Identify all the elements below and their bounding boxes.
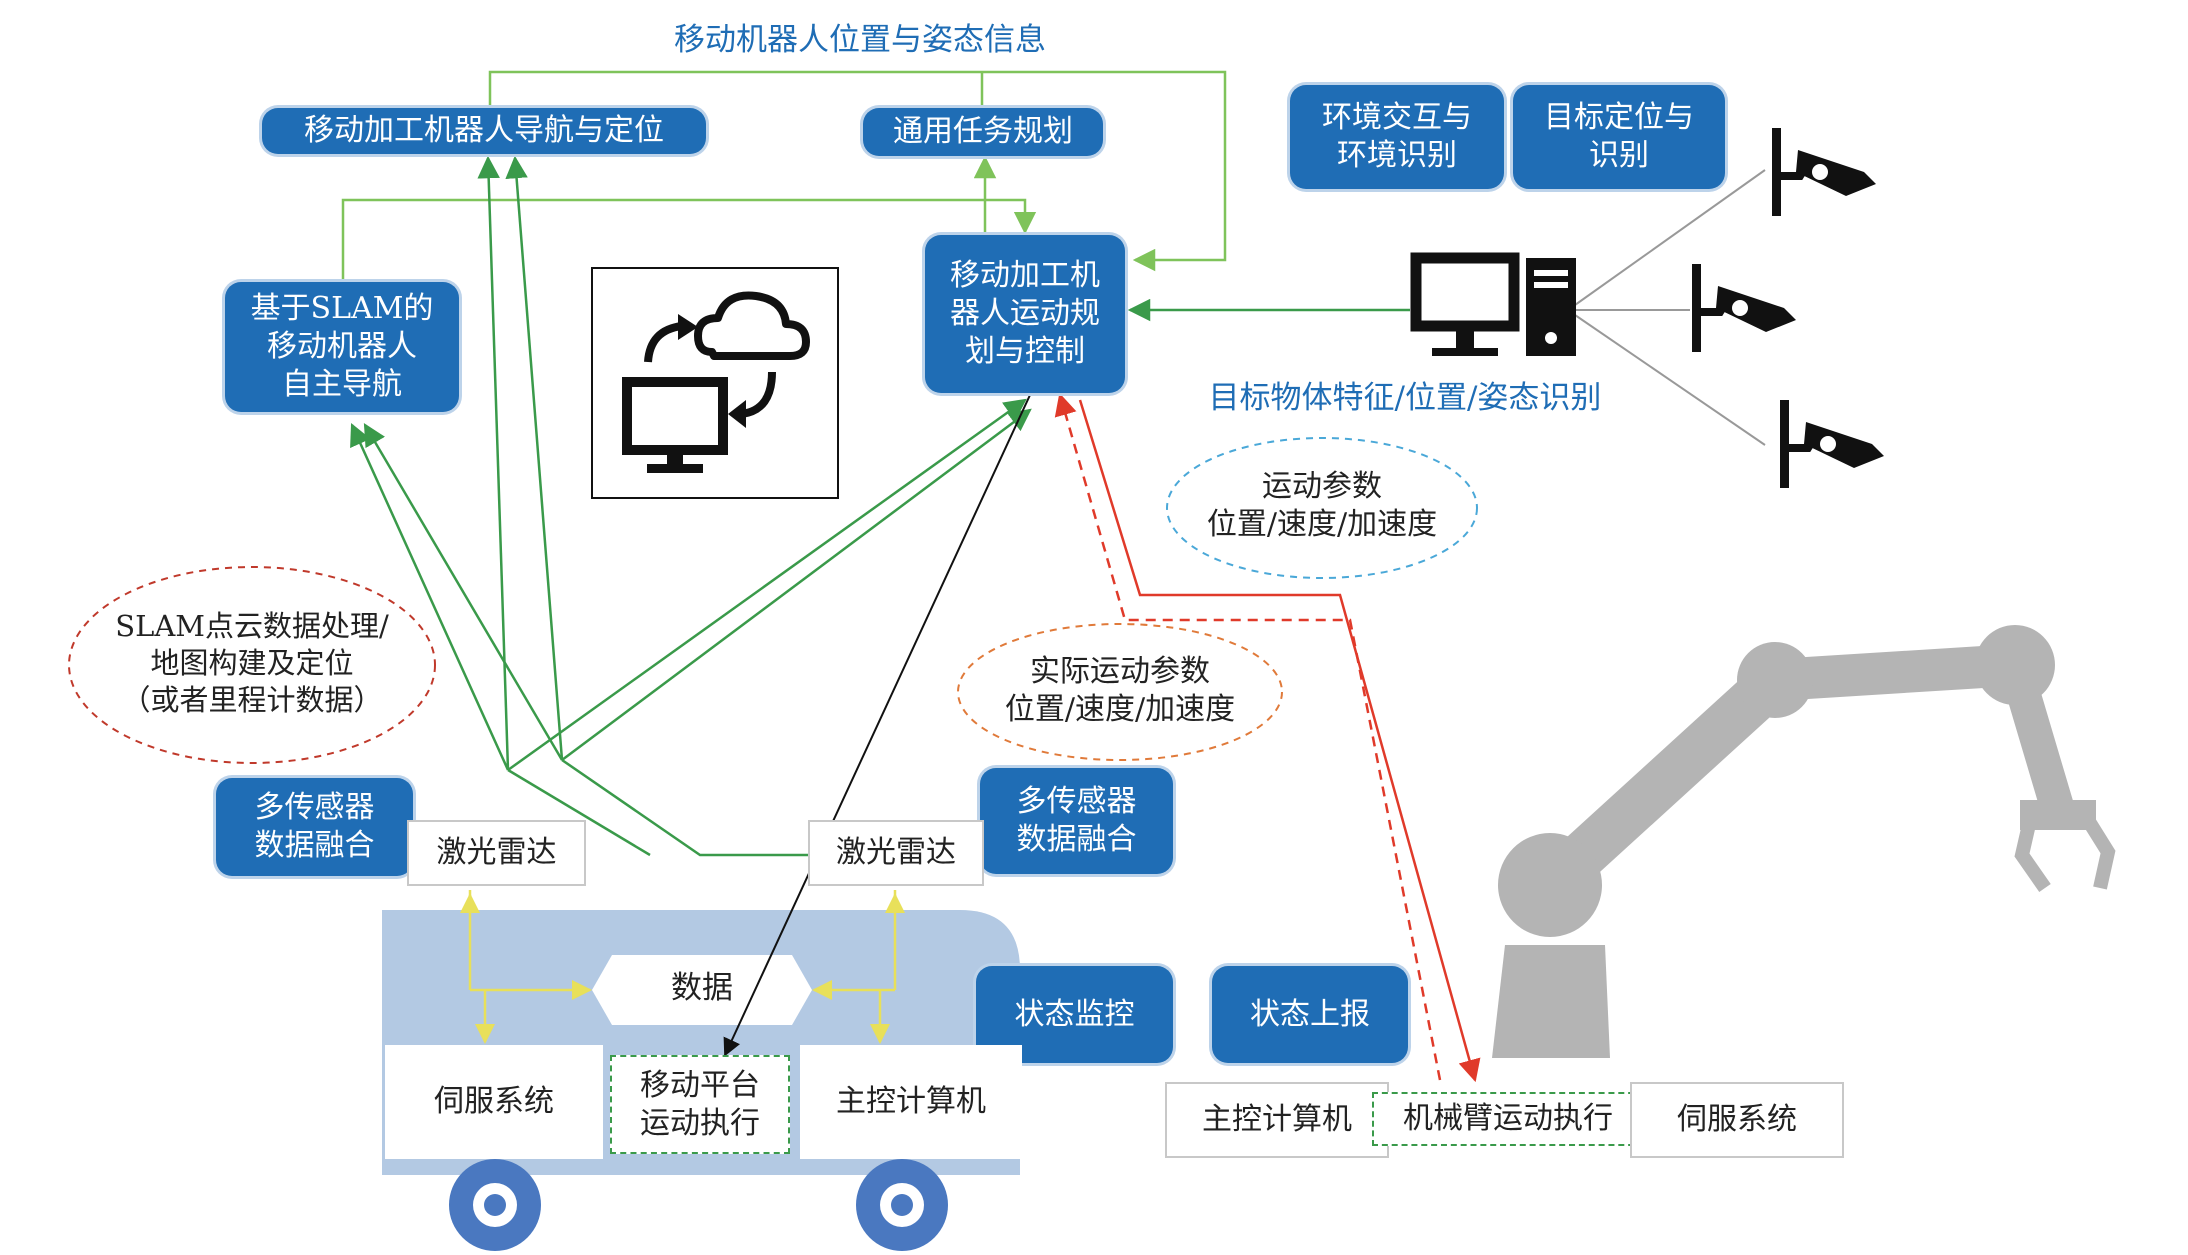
data-hexagon-label: 数据 — [671, 970, 733, 1006]
servo-left-box: 伺服系统 — [385, 1045, 603, 1159]
ellipse-motion — [1166, 437, 1478, 579]
lidar-right-box: 激光雷达 — [808, 820, 984, 886]
arm-exec-box: 机械臂运动执行 — [1372, 1092, 1644, 1146]
sensor-arrows — [350, 155, 1032, 857]
slam-box: 基于SLAM的 移动机器人 自主导航 — [225, 282, 459, 412]
motion-box: 移动加工机 器人运动规 划与控制 — [925, 235, 1125, 393]
ellipse-actual — [957, 623, 1283, 761]
arm-feedback-arrow — [1054, 392, 1442, 1081]
top-label: 移动机器人位置与姿态信息 — [674, 22, 1046, 58]
lidar-left-box: 激光雷达 — [407, 820, 586, 886]
surveillance-camera-icon — [1780, 400, 1884, 488]
status-report-box: 状态上报 — [1212, 966, 1408, 1063]
task-box: 通用任务规划 — [863, 108, 1103, 156]
env-box: 环境交互与 环境识别 — [1290, 85, 1504, 189]
desktop-computer-icon — [1410, 252, 1576, 356]
target-box: 目标定位与 识别 — [1513, 85, 1725, 189]
control-arrow — [723, 394, 1031, 1057]
vehicle-data-arrows — [460, 890, 905, 1044]
wheel-icon — [856, 1159, 948, 1251]
camera-lines — [1574, 169, 1766, 446]
main-computer-right-box: 主控计算机 — [1165, 1082, 1389, 1158]
ellipse-slam — [68, 566, 436, 764]
target-recognition-label: 目标物体特征/位置/姿态识别 — [1208, 380, 1602, 416]
wheel-icon — [449, 1159, 541, 1251]
ellipse-slam-text: SLAM点云数据处理/ 地图构建及定位 （或者里程计数据） — [115, 609, 389, 717]
arm-command-arrow — [1078, 399, 1481, 1083]
platform-exec-box: 移动平台 运动执行 — [610, 1055, 790, 1154]
surveillance-camera-icon — [1772, 128, 1876, 216]
surveillance-camera-icon — [1692, 264, 1796, 352]
main-computer-left-box: 主控计算机 — [800, 1045, 1022, 1159]
feedback-arrows — [341, 70, 1410, 322]
servo-right-box: 伺服系统 — [1630, 1082, 1844, 1158]
cloud-computer-icon — [591, 267, 839, 499]
ellipse-actual-text: 实际运动参数 位置/速度/加速度 — [1004, 654, 1236, 727]
data-hexagon — [592, 955, 812, 1025]
fusion-left-box: 多传感器 数据融合 — [216, 778, 413, 876]
ellipse-motion-text: 运动参数 位置/速度/加速度 — [1206, 469, 1438, 542]
fusion-right-box: 多传感器 数据融合 — [980, 768, 1173, 874]
robot-arm-icon — [1492, 625, 2116, 1058]
nav-box: 移动加工机器人导航与定位 — [262, 108, 706, 154]
